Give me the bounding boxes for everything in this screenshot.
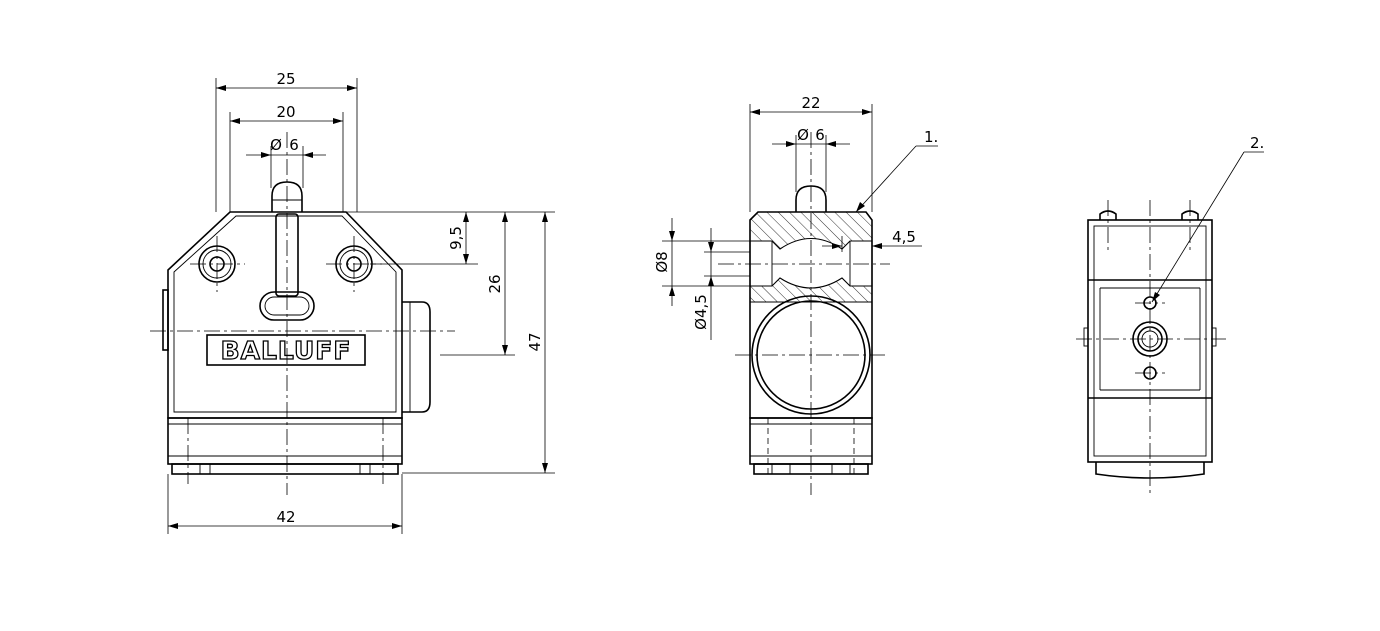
callout-1: 1. xyxy=(924,128,938,146)
brand-logo: BALLUFF xyxy=(221,336,352,365)
diameter-symbol: Ø xyxy=(270,136,282,154)
dim-diameter-8: Ø8 xyxy=(653,251,671,272)
dim-diameter-4-5: Ø4,5 xyxy=(692,294,710,330)
dim-width-25: 25 xyxy=(276,70,295,88)
diameter-symbol-side: Ø xyxy=(797,126,809,144)
side-view: 22 Ø 6 Ø8 Ø4,5 4,5 1. xyxy=(653,94,938,495)
dim-height-47: 47 xyxy=(526,332,544,351)
dim-height-26: 26 xyxy=(486,274,504,293)
callout-2: 2. xyxy=(1250,134,1264,152)
front-base-block xyxy=(167,417,403,465)
front-side-actuator xyxy=(402,301,431,413)
front-view: BALLUFF 25 20 Ø 6 xyxy=(150,70,555,534)
front-foot-strip xyxy=(171,463,399,475)
front-inner-edge xyxy=(173,215,397,413)
dim-diameter-6-side: 6 xyxy=(815,126,825,144)
dim-width-4-5: 4,5 xyxy=(892,228,916,246)
dim-height-9-5: 9,5 xyxy=(447,226,465,250)
brand-logo-frame xyxy=(206,334,366,366)
dim-width-22: 22 xyxy=(801,94,820,112)
dim-width-20: 20 xyxy=(276,103,295,121)
dim-width-42: 42 xyxy=(276,508,295,526)
front-oblong-hole xyxy=(259,291,315,321)
dim-diameter-6-front: 6 xyxy=(289,136,299,154)
rear-view: 2. xyxy=(1076,134,1264,495)
